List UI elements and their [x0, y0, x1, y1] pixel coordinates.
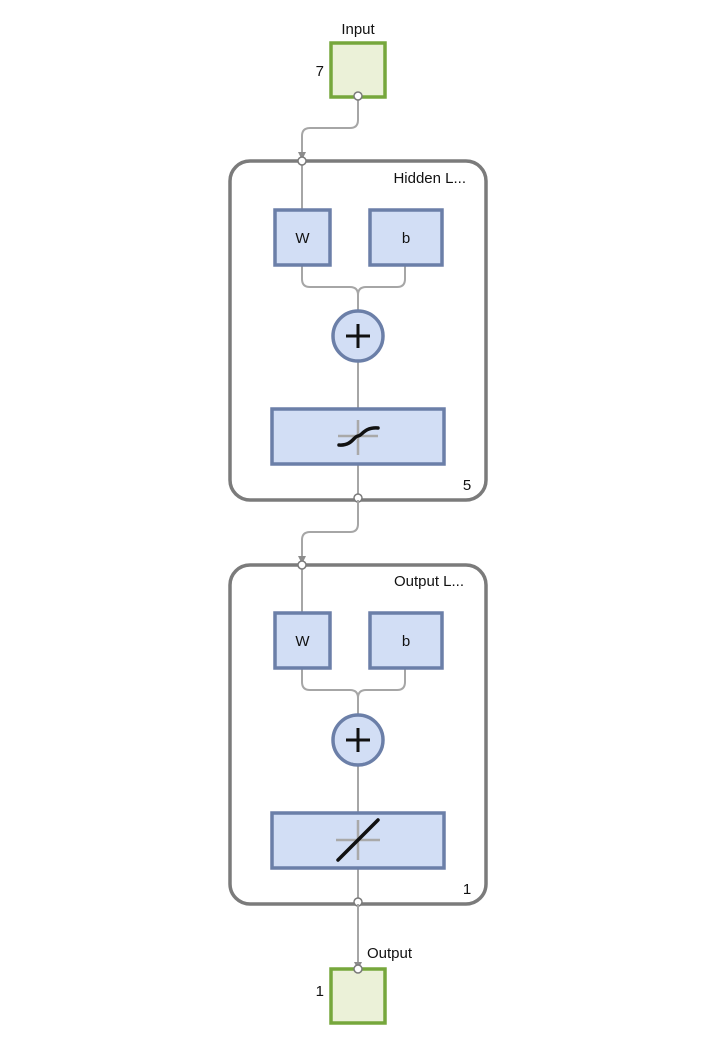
- output-layer-size: 1: [463, 881, 471, 898]
- hidden-layer[interactable]: Hidden L... 5 W b: [228, 156, 488, 503]
- input-to-hidden-arrow-icon: [298, 152, 306, 160]
- hidden-bias-label: b: [402, 230, 410, 247]
- output-layer[interactable]: Output L... 1 W b: [228, 560, 488, 907]
- input-to-hidden-wire: [301, 96, 359, 158]
- output-size: 1: [316, 983, 324, 1000]
- hidden-input-port: [297, 156, 307, 166]
- output-weight-block[interactable]: [273, 611, 332, 670]
- output-weight-label: W: [295, 633, 310, 650]
- input-size: 7: [316, 63, 324, 80]
- output-bias-block[interactable]: [368, 611, 444, 670]
- hidden-to-output-layer-arrow-icon: [298, 556, 306, 564]
- output-plus-icon: [346, 728, 370, 752]
- input-output-port: [353, 91, 363, 101]
- hidden-to-output-layer-wire: [301, 500, 359, 561]
- input-label: Input: [341, 21, 375, 38]
- hidden-weight-label: W: [295, 230, 310, 247]
- linear-line-icon: [336, 818, 380, 862]
- hidden-weight-block[interactable]: [273, 208, 332, 267]
- output-layer-input-port: [297, 560, 307, 570]
- sigmoid-curve-icon: [337, 420, 380, 455]
- hidden-layer-size: 5: [463, 477, 471, 494]
- hidden-bias-block[interactable]: [368, 208, 444, 267]
- input-block[interactable]: [329, 41, 387, 99]
- output-block[interactable]: [329, 967, 387, 1025]
- output-bias-to-sum-wire: [357, 668, 406, 699]
- hidden-layer-title: Hidden L...: [393, 170, 466, 187]
- output-input-port: [353, 964, 363, 974]
- output-bias-label: b: [402, 633, 410, 650]
- hidden-plus-icon: [346, 324, 370, 348]
- output-layer-title: Output L...: [394, 573, 464, 590]
- hidden-bias-to-sum-wire: [357, 265, 406, 296]
- output-label: Output: [367, 945, 413, 962]
